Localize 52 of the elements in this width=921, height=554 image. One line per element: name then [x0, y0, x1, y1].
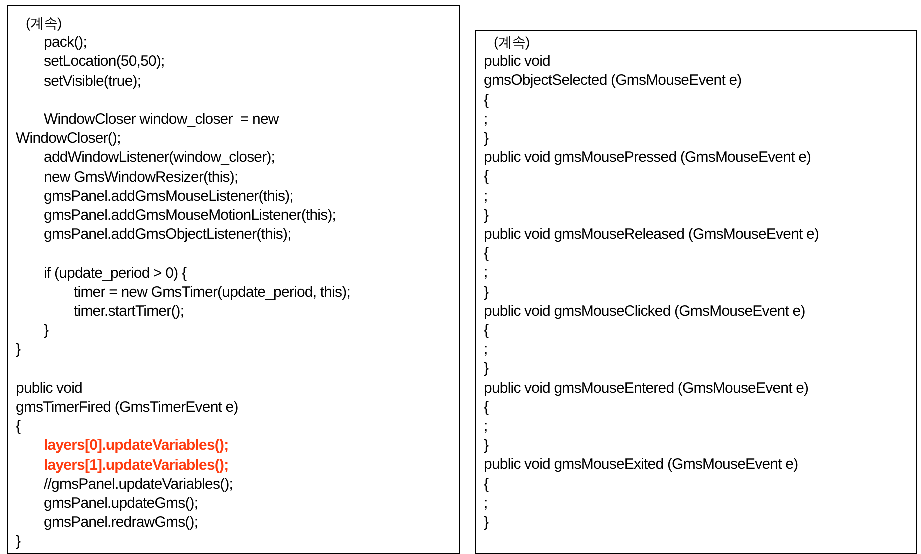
code-line: ;: [484, 110, 489, 130]
code-line: }: [484, 129, 490, 148]
code-panel: [475, 30, 917, 554]
code-line: public void: [16, 378, 84, 398]
code-line: public void gmsMouseEntered (GmsMouseEvent e): [484, 378, 810, 398]
code-line: ;: [484, 417, 489, 436]
code-line: //gmsPanel.updateVariables();: [43, 474, 234, 494]
code-line: gmsObjectSelected (GmsMouseEvent e): [484, 71, 743, 91]
code-line: layers[0].updateVariables();: [43, 436, 230, 456]
code-line: setLocation(50,50);: [43, 52, 166, 72]
code-line: }: [484, 436, 490, 456]
code-line: new GmsWindowResizer(this);: [43, 168, 240, 187]
code-line: {: [484, 244, 490, 264]
code-line: {: [16, 417, 22, 436]
code-line: addWindowListener(window_closer);: [43, 148, 276, 168]
code-line: ;: [484, 186, 489, 206]
code-line: }: [484, 206, 490, 226]
code-line: gmsTimerFired (GmsTimerEvent e): [16, 398, 240, 418]
code-line: }: [16, 532, 22, 552]
code-line: gmsPanel.updateGms();: [43, 494, 200, 514]
code-line: {: [484, 321, 490, 340]
code-line: {: [484, 398, 490, 418]
code-line: public void gmsMousePressed (GmsMouseEvent e): [484, 148, 812, 168]
code-line: gmsPanel.redrawGms();: [43, 513, 200, 532]
code-line: }: [43, 321, 50, 340]
code-panel: [7, 5, 460, 554]
code-line: WindowCloser window_closer = new WindowCloser();: [16, 110, 280, 148]
code-line: timer = new GmsTimer(update_period, this);: [73, 282, 352, 302]
code-line: layers[1].updateVariables();: [43, 456, 230, 475]
code-line: {: [484, 90, 490, 110]
code-line: {: [484, 474, 490, 494]
code-line: {: [484, 167, 490, 187]
code-line: if (update_period > 0) {: [43, 264, 188, 283]
code-line: ;: [484, 263, 489, 283]
code-line: setVisible(true);: [43, 72, 142, 91]
code-line: gmsPanel.addGmsMouseListener(this);: [43, 186, 294, 206]
code-line: public void gmsMouseClicked (GmsMouseEvent e): [484, 302, 806, 322]
continued-label: (계속): [25, 14, 63, 33]
code-line: public void gmsMouseExited (GmsMouseEvent e): [484, 455, 800, 475]
code-line: gmsPanel.addGmsObjectListener(this);: [43, 225, 292, 244]
code-line: }: [16, 340, 22, 360]
code-line: timer.startTimer();: [73, 302, 186, 322]
code-line: ;: [484, 340, 489, 360]
continued-label: (계속): [493, 33, 531, 52]
code-line: gmsPanel.addGmsMouseMotionListener(this);: [43, 206, 338, 226]
code-line: }: [484, 359, 490, 379]
code-line: }: [484, 513, 490, 532]
code-line: public void gmsMouseReleased (GmsMouseEvent e): [484, 225, 820, 244]
code-line: public void: [484, 52, 552, 72]
code-line: pack();: [43, 33, 88, 52]
code-line: ;: [484, 494, 489, 514]
code-line: }: [484, 282, 490, 302]
